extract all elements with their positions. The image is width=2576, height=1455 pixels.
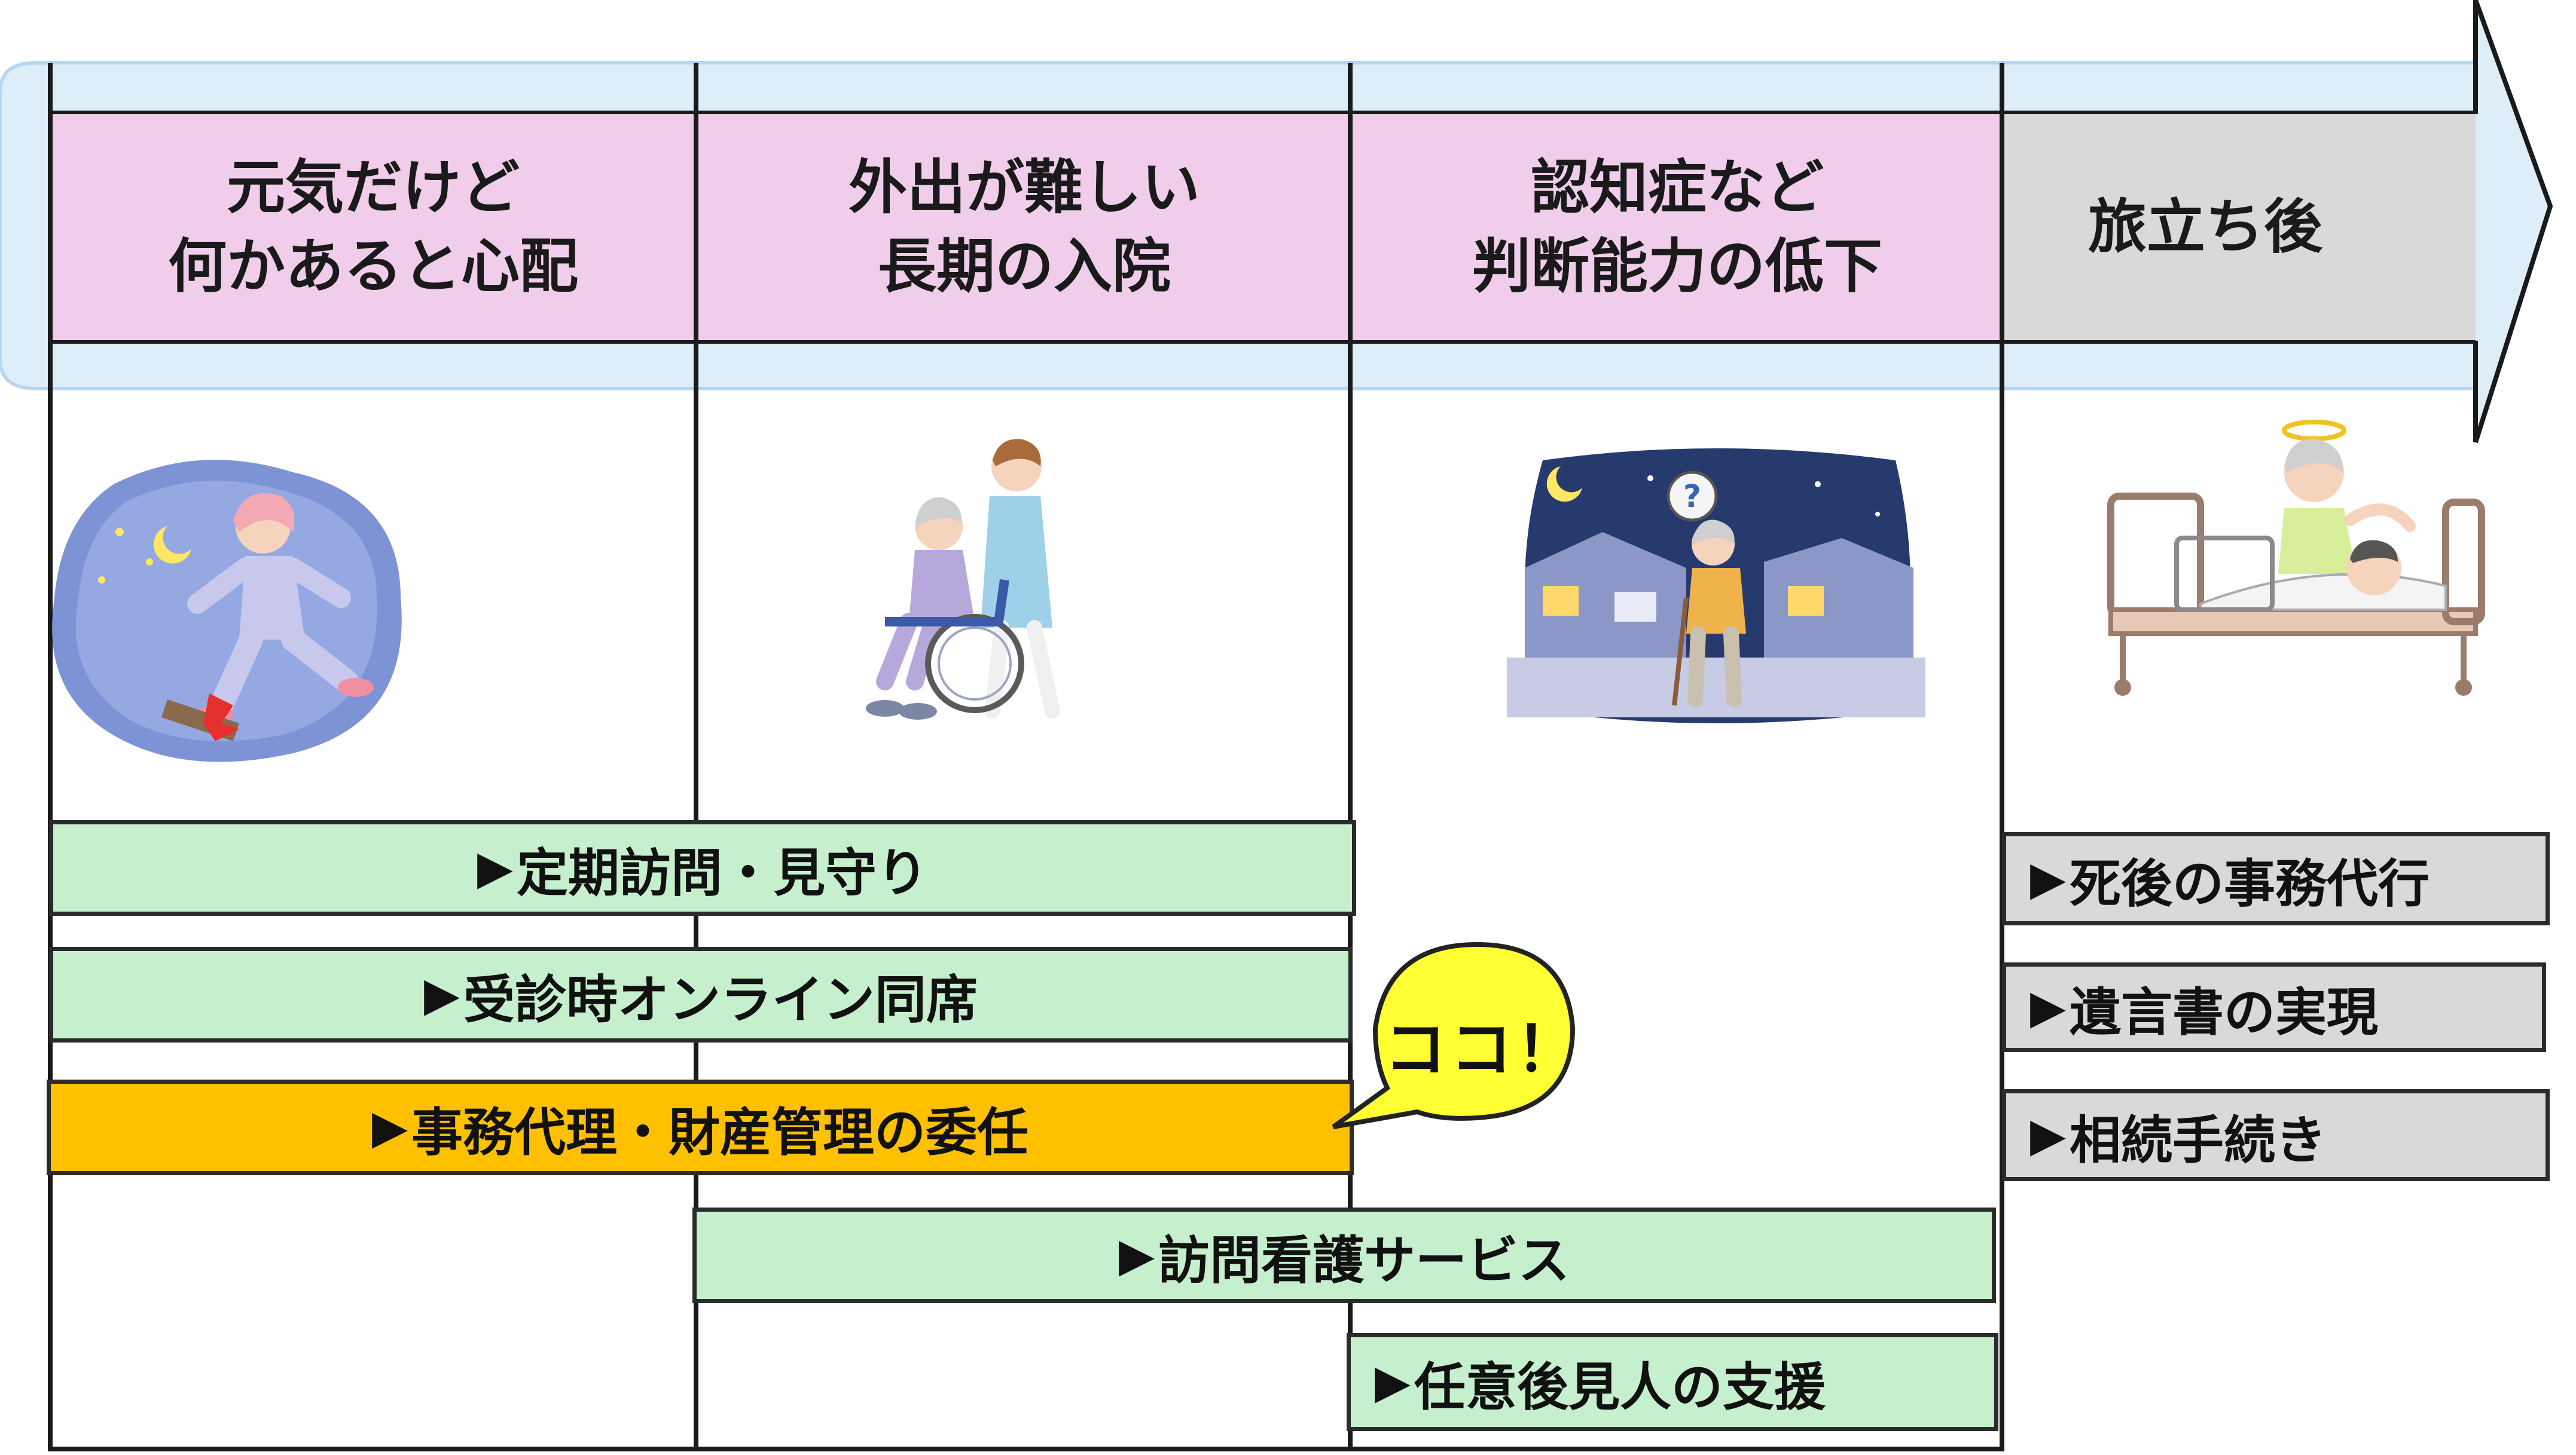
after-label-yuigon: 遺言書の実現 — [2070, 982, 2378, 1043]
column-line-1 — [48, 63, 53, 1451]
stage-header-2: 外出が難しい 長期の入院 — [698, 111, 1350, 344]
callout-text: ココ！ — [1384, 1013, 1582, 1086]
play-marker-icon: ▶ — [372, 1101, 408, 1154]
service-label-online: 受診時オンライン同席 — [463, 970, 978, 1030]
after-bar-souzoku: ▶ 相続手続き — [2002, 1089, 2550, 1181]
service-label-teiki: 定期訪問・見守り — [517, 843, 928, 903]
play-marker-icon: ▶ — [2030, 852, 2066, 906]
svg-text:?: ? — [1683, 479, 1701, 515]
service-label-jimu: 事務代理・財産管理の委任 — [411, 1102, 1028, 1163]
night-fall-illustration — [52, 460, 402, 762]
play-marker-icon: ▶ — [1119, 1228, 1155, 1282]
stage-header-1: 元気だけど 何かあると心配 — [50, 111, 696, 344]
wheelchair-nurse-illustration — [866, 439, 1060, 720]
play-marker-icon: ▶ — [2030, 980, 2066, 1034]
callout-bubble — [1332, 942, 1576, 1129]
service-bar-kouken: ▶ 任意後見人の支援 — [1347, 1333, 1998, 1431]
service-bar-teiki: ▶ 定期訪問・見守り — [49, 820, 1356, 916]
play-marker-icon: ▶ — [477, 841, 513, 895]
stage-header-4: 旅立ち後 — [2004, 111, 2476, 344]
service-bar-online: ▶ 受診時オンライン同席 — [49, 947, 1353, 1043]
column-line-3 — [1348, 63, 1353, 1451]
stage-label-3: 認知症など 判断能力の低下 — [1472, 154, 1882, 301]
service-bar-jimu: ▶ 事務代理・財産管理の委任 — [47, 1080, 1354, 1175]
column-line-4 — [2000, 63, 2004, 1451]
stage-label-4: 旅立ち後 — [2088, 193, 2323, 261]
bed-angel-illustration — [2107, 420, 2485, 696]
service-bar-kango: ▶ 訪問看護サービス — [692, 1208, 1996, 1303]
after-bar-shigo: ▶ 死後の事務代行 — [2002, 832, 2550, 925]
column-line-2 — [694, 63, 698, 1451]
play-marker-icon: ▶ — [424, 968, 460, 1022]
after-label-shigo: 死後の事務代行 — [2070, 854, 2430, 914]
stage-label-1: 元気だけど 何かあると心配 — [167, 154, 578, 301]
service-label-kouken: 任意後見人の支援 — [1414, 1357, 1826, 1417]
stage-header-4-tip — [2473, 111, 2477, 344]
stage-header-3: 認知症など 判断能力の低下 — [1353, 111, 2002, 344]
play-marker-icon: ▶ — [2030, 1108, 2066, 1162]
stage-label-2: 外出が難しい 長期の入院 — [848, 154, 1200, 301]
bottom-line — [48, 1447, 2004, 1451]
after-bar-yuigon: ▶ 遺言書の実現 — [2002, 962, 2546, 1052]
dementia-wandering-illustration: ? — [1507, 448, 1925, 723]
after-label-souzoku: 相続手続き — [2070, 1110, 2327, 1170]
play-marker-icon: ▶ — [1375, 1355, 1411, 1409]
service-label-kango: 訪問看護サービス — [1158, 1230, 1570, 1291]
